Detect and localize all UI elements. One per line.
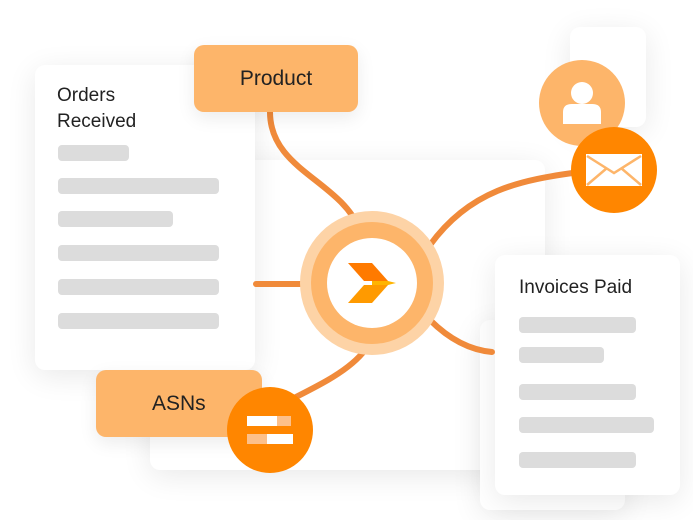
placeholder-bar	[519, 417, 654, 433]
placeholder-bar	[58, 145, 129, 161]
placeholder-bar	[519, 347, 604, 363]
asns-label: ASNs	[152, 391, 206, 415]
connector-product	[267, 109, 363, 233]
placeholder-bar	[58, 313, 219, 329]
list-bars-icon	[247, 416, 293, 444]
placeholder-bar	[58, 178, 219, 194]
user-icon	[563, 82, 601, 124]
orders-title-line1: Orders	[57, 85, 116, 106]
placeholder-bar	[58, 279, 219, 295]
placeholder-bar	[519, 384, 636, 400]
mail-circle	[571, 127, 657, 213]
placeholder-bar	[519, 317, 636, 333]
invoices-title: Invoices Paid	[519, 277, 633, 298]
hub-ring	[311, 222, 433, 344]
product-box: Product	[194, 45, 358, 112]
hub-outer-ring	[300, 211, 444, 355]
connector-mail	[427, 169, 583, 248]
product-label: Product	[239, 66, 313, 90]
invoices-paid-card: Invoices Paid	[495, 255, 680, 495]
asns-circle	[227, 387, 313, 473]
connector-invoices	[427, 317, 495, 355]
envelope-icon	[586, 154, 642, 186]
hub-center	[327, 238, 417, 328]
placeholder-bar	[58, 245, 219, 261]
orders-title-line2: Received	[57, 111, 137, 132]
placeholder-bar	[519, 452, 636, 468]
placeholder-bar	[58, 211, 173, 227]
connector-asns	[287, 347, 368, 403]
logo-chevron-icon	[348, 263, 396, 303]
